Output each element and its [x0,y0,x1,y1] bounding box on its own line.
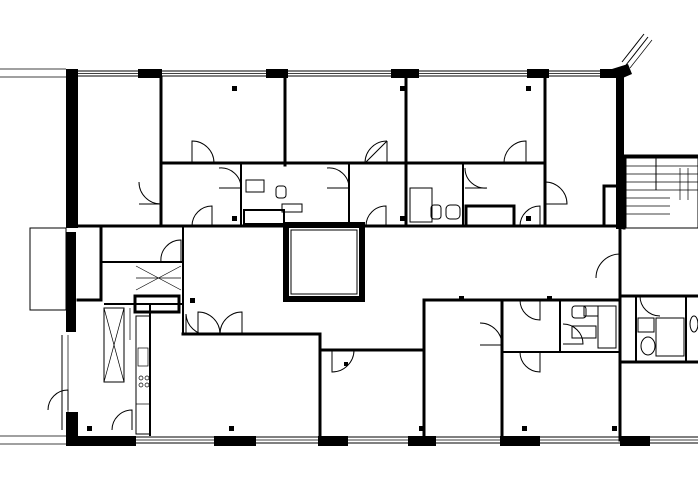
exterior-walls [66,64,650,446]
shafts [133,184,620,314]
stair-icon [625,157,698,229]
door-swing-icons [47,140,661,431]
wc-icon [275,185,698,356]
left-bay [29,227,69,430]
top-facade [0,68,615,78]
bottom-facade [0,435,698,445]
column-icons [87,86,617,431]
kitchen-island-icon [103,307,131,383]
washbasin-icon [245,179,655,339]
shower-icon [409,187,685,357]
balcony-railing [621,33,653,69]
cooktop-icon [138,375,150,388]
wardrobe-icon [135,265,182,291]
interior-walls [76,76,698,442]
kitchen-counter-icon [135,315,151,435]
central-lightwell [283,222,365,302]
